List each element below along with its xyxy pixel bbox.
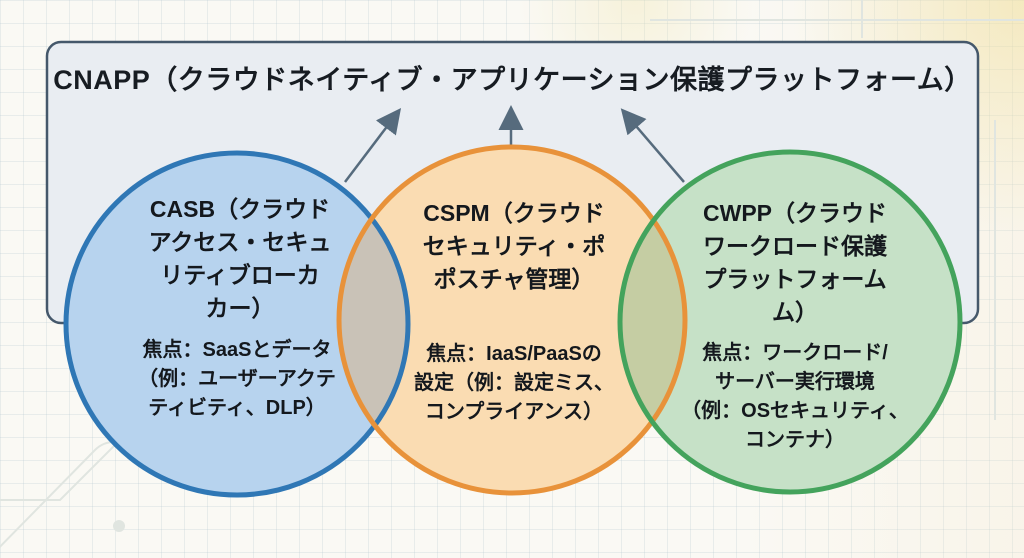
arrow-casb-to-cnapp — [344, 108, 402, 183]
cspm-circle-fill — [339, 147, 685, 493]
casb-focus-text: 焦点：SaaSとデータ （例：ユーザーアクテ ティビティ、DLP） — [138, 339, 336, 419]
arrow-cwpp-to-cnapp — [620, 108, 685, 183]
cwpp-focus-text: 焦点：ワークロード/ サーバー実行環境 （例：OSセキュリティ、 コンテナ） — [681, 342, 909, 451]
arrows-group — [344, 105, 685, 183]
casb-circle-fill — [66, 153, 408, 495]
cnapp-title: CNAPP（クラウドネイティブ・アプリケーション保護プラットフォーム） — [53, 65, 972, 95]
casb-circle-title: CASB（クラウド アクセス・セキュ リティブローカ カー） — [148, 196, 332, 321]
casb-circle-border — [63, 150, 411, 498]
cwpp-circle-title: CWPP（クラウド ワークロード保護 プラットフォーム ム） — [703, 200, 887, 325]
cwpp-circle-fill — [620, 152, 960, 492]
cwpp-circle-border — [617, 149, 963, 495]
cspm-focus-text: 焦点：IaaS/PaaSの 設定（例：設定ミス、 コンプライアンス） — [414, 343, 614, 423]
cspm-circle-title: CSPM（クラウド セキュリティ・ポ ポスチャ管理） — [422, 200, 606, 292]
cspm-circle-border — [336, 144, 688, 496]
